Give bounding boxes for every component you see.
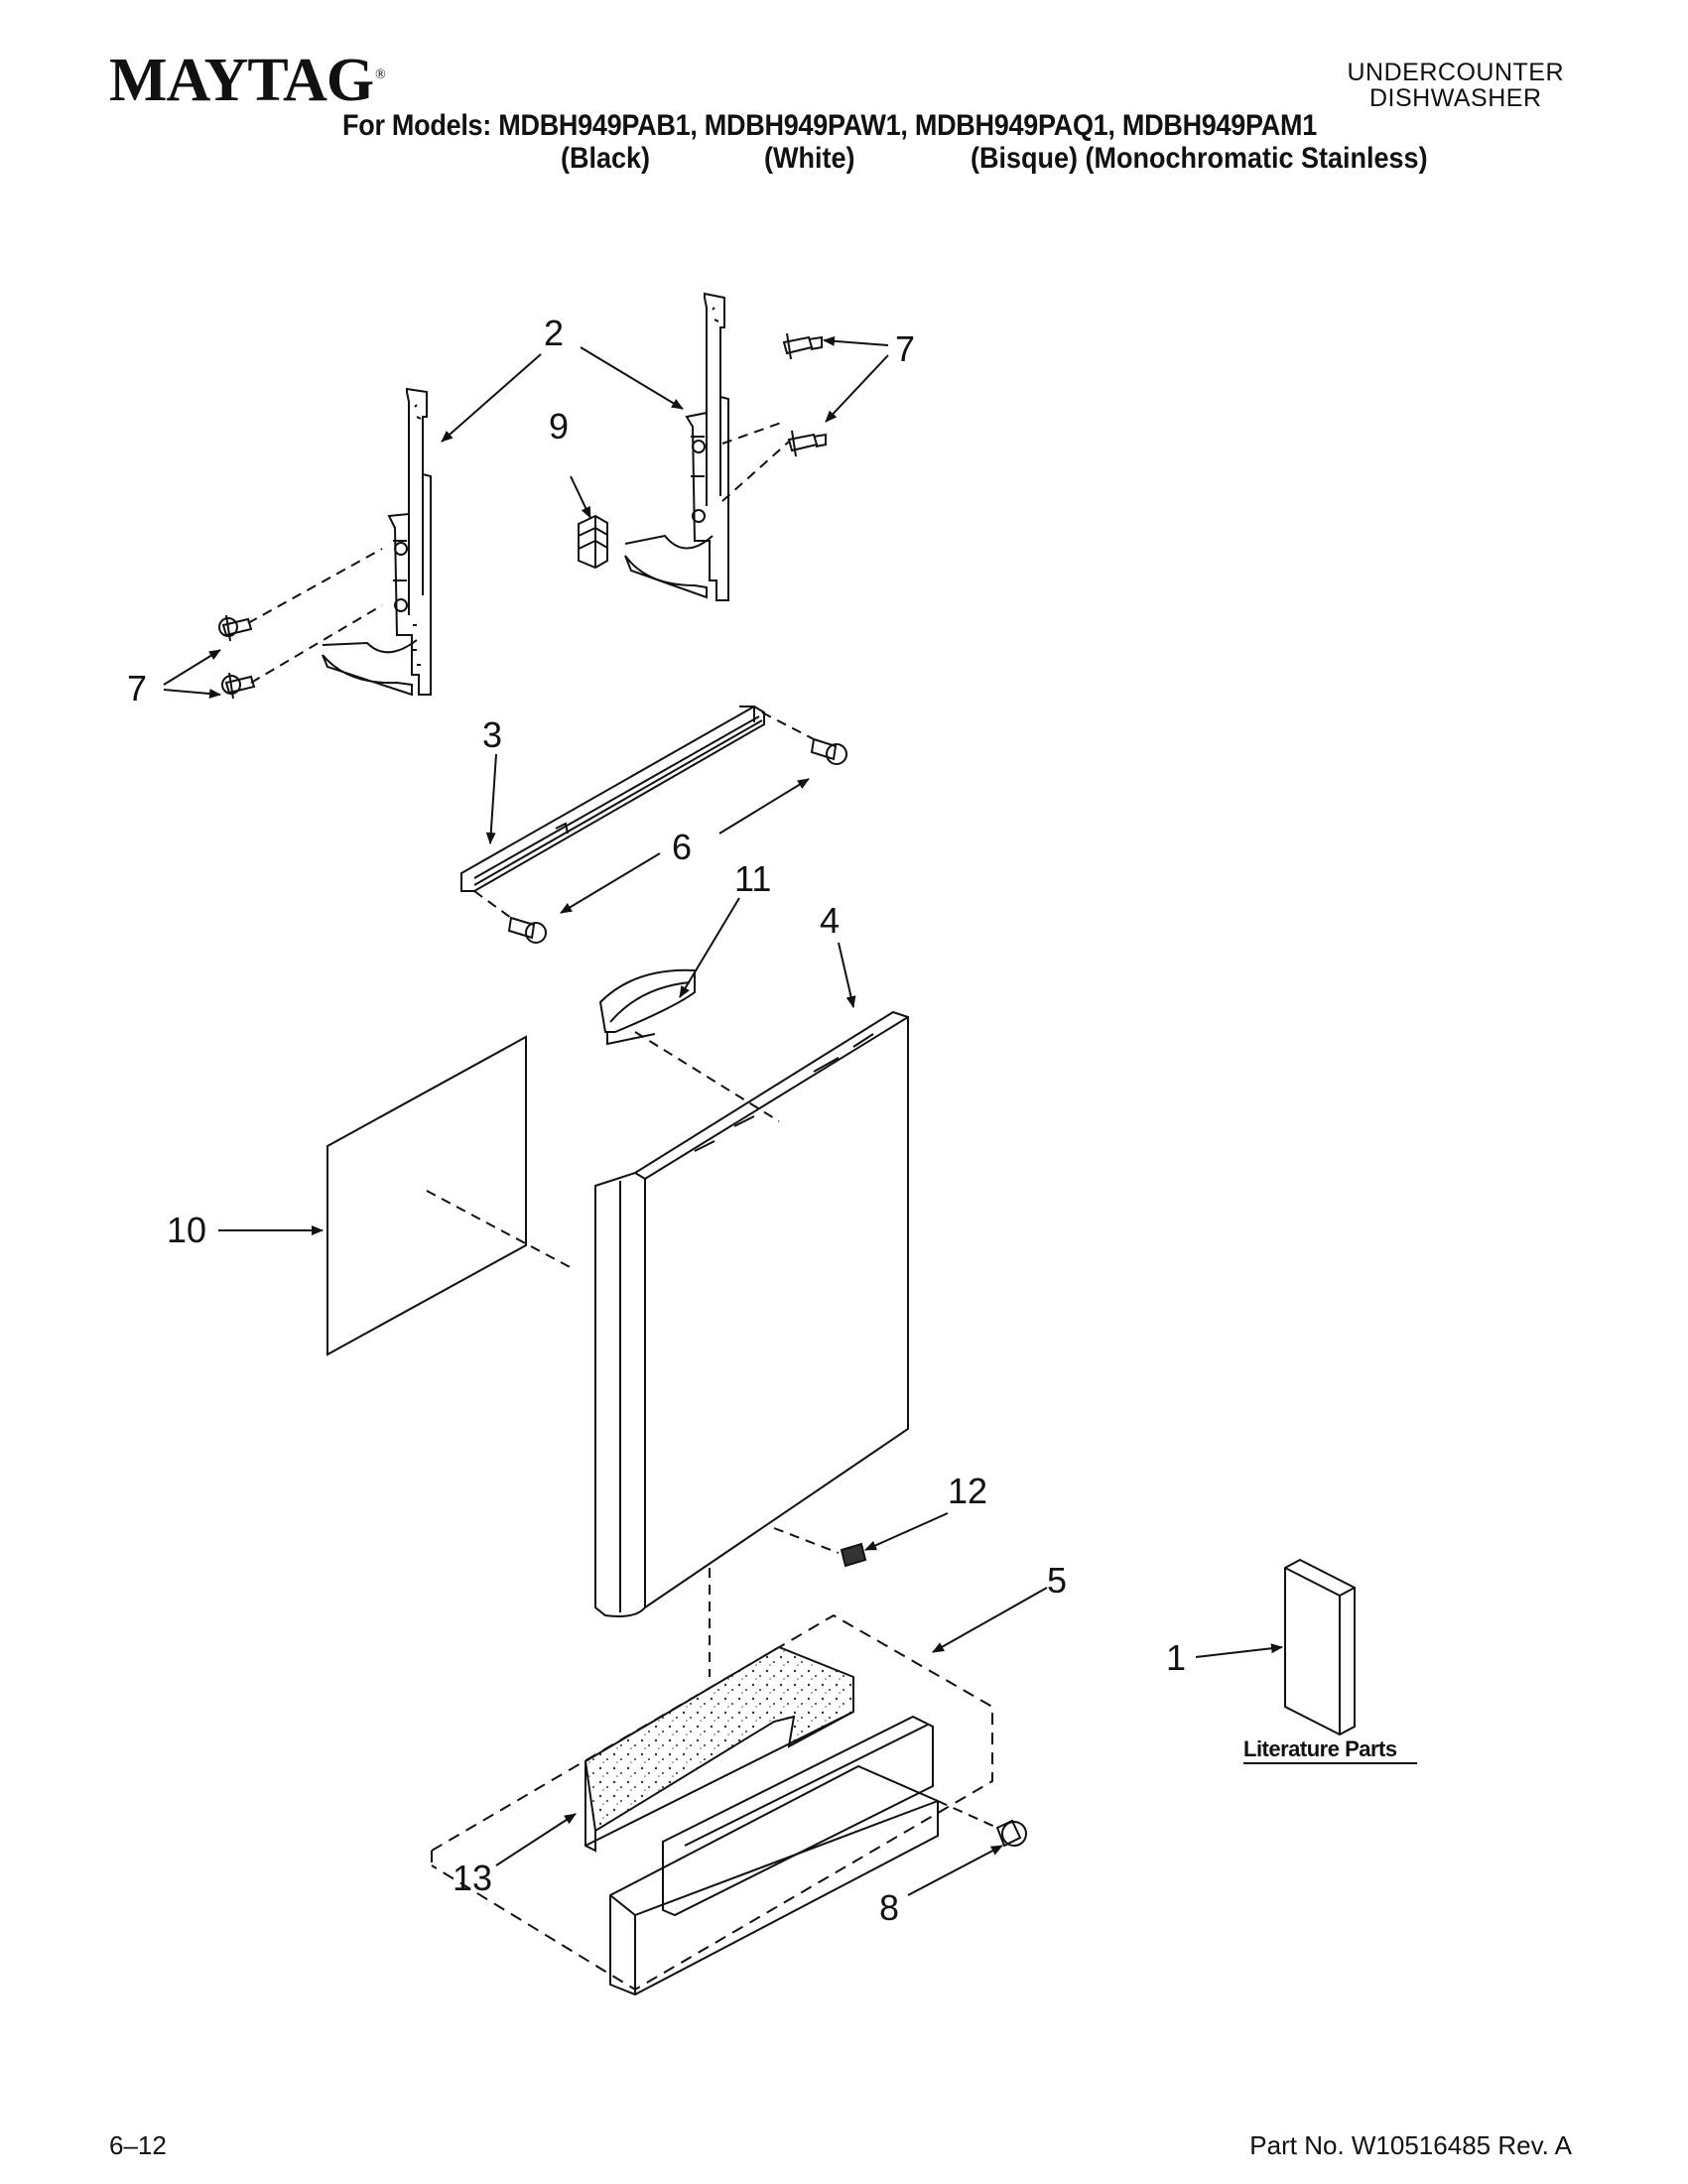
callout-9: 9 <box>549 406 569 447</box>
callout-5: 5 <box>1047 1560 1067 1601</box>
callout-13: 13 <box>453 1858 492 1898</box>
door-hinge-bracket-left <box>322 387 432 697</box>
callout-1: 1 <box>1166 1637 1186 1678</box>
part-number: Part No. W10516485 Rev. A <box>1249 2130 1572 2160</box>
callout-6: 6 <box>672 827 692 867</box>
document-type: UNDERCOUNTER DISHWASHER <box>1348 60 1565 111</box>
door-rail <box>460 705 765 892</box>
screw-upper-right-b <box>787 430 827 457</box>
callout-10: 10 <box>167 1210 206 1250</box>
callout-4: 4 <box>820 900 840 941</box>
callout-3: 3 <box>482 714 502 755</box>
doc-type-line1: UNDERCOUNTER <box>1347 59 1564 86</box>
literature-booklet <box>1284 1558 1356 1736</box>
outer-door-panel <box>594 1010 909 1617</box>
color-bisque-stainless: (Bisque) (Monochromatic Stainless) <box>971 142 1428 175</box>
hinge-spacer-block <box>578 514 608 570</box>
toe-panel-assembly <box>431 1613 993 1991</box>
rail-screw-left <box>507 916 547 944</box>
insulation-sheet <box>326 1035 527 1356</box>
doc-type-line2: DISHWASHER <box>1368 84 1542 112</box>
registered-mark: ® <box>375 67 386 83</box>
door-hinge-bracket-right <box>624 292 729 601</box>
screw-lower-left-a <box>218 614 253 642</box>
screw-upper-right-a <box>782 332 823 360</box>
rail-screw-right <box>810 737 847 765</box>
door-bumper <box>840 1542 867 1568</box>
color-black: (Black) <box>561 142 651 175</box>
models-line: For Models: MDBH949PAB1, MDBH949PAW1, MD… <box>342 109 1317 142</box>
page-number: 6–12 <box>109 2130 167 2160</box>
door-handle <box>598 968 696 1046</box>
callout-12: 12 <box>948 1471 987 1511</box>
callout-7-left: 7 <box>127 668 147 708</box>
brand-name: MAYTAG <box>109 47 374 114</box>
callout-2: 2 <box>544 313 564 353</box>
screw-lower-left-b <box>221 672 256 700</box>
callout-arrows <box>163 335 1283 1896</box>
assembly-dashed-lines <box>247 421 998 1829</box>
brand-logo: MAYTAG® <box>109 46 386 116</box>
callout-8: 8 <box>879 1887 899 1928</box>
foam-strip <box>584 1645 854 1853</box>
color-white: (White) <box>764 142 855 175</box>
toe-panel-screw <box>995 1819 1027 1848</box>
literature-parts-label: Literature Parts <box>1243 1736 1397 1761</box>
callout-7-right: 7 <box>895 328 915 369</box>
callout-11: 11 <box>734 858 771 899</box>
toe-panel <box>609 1715 939 1996</box>
